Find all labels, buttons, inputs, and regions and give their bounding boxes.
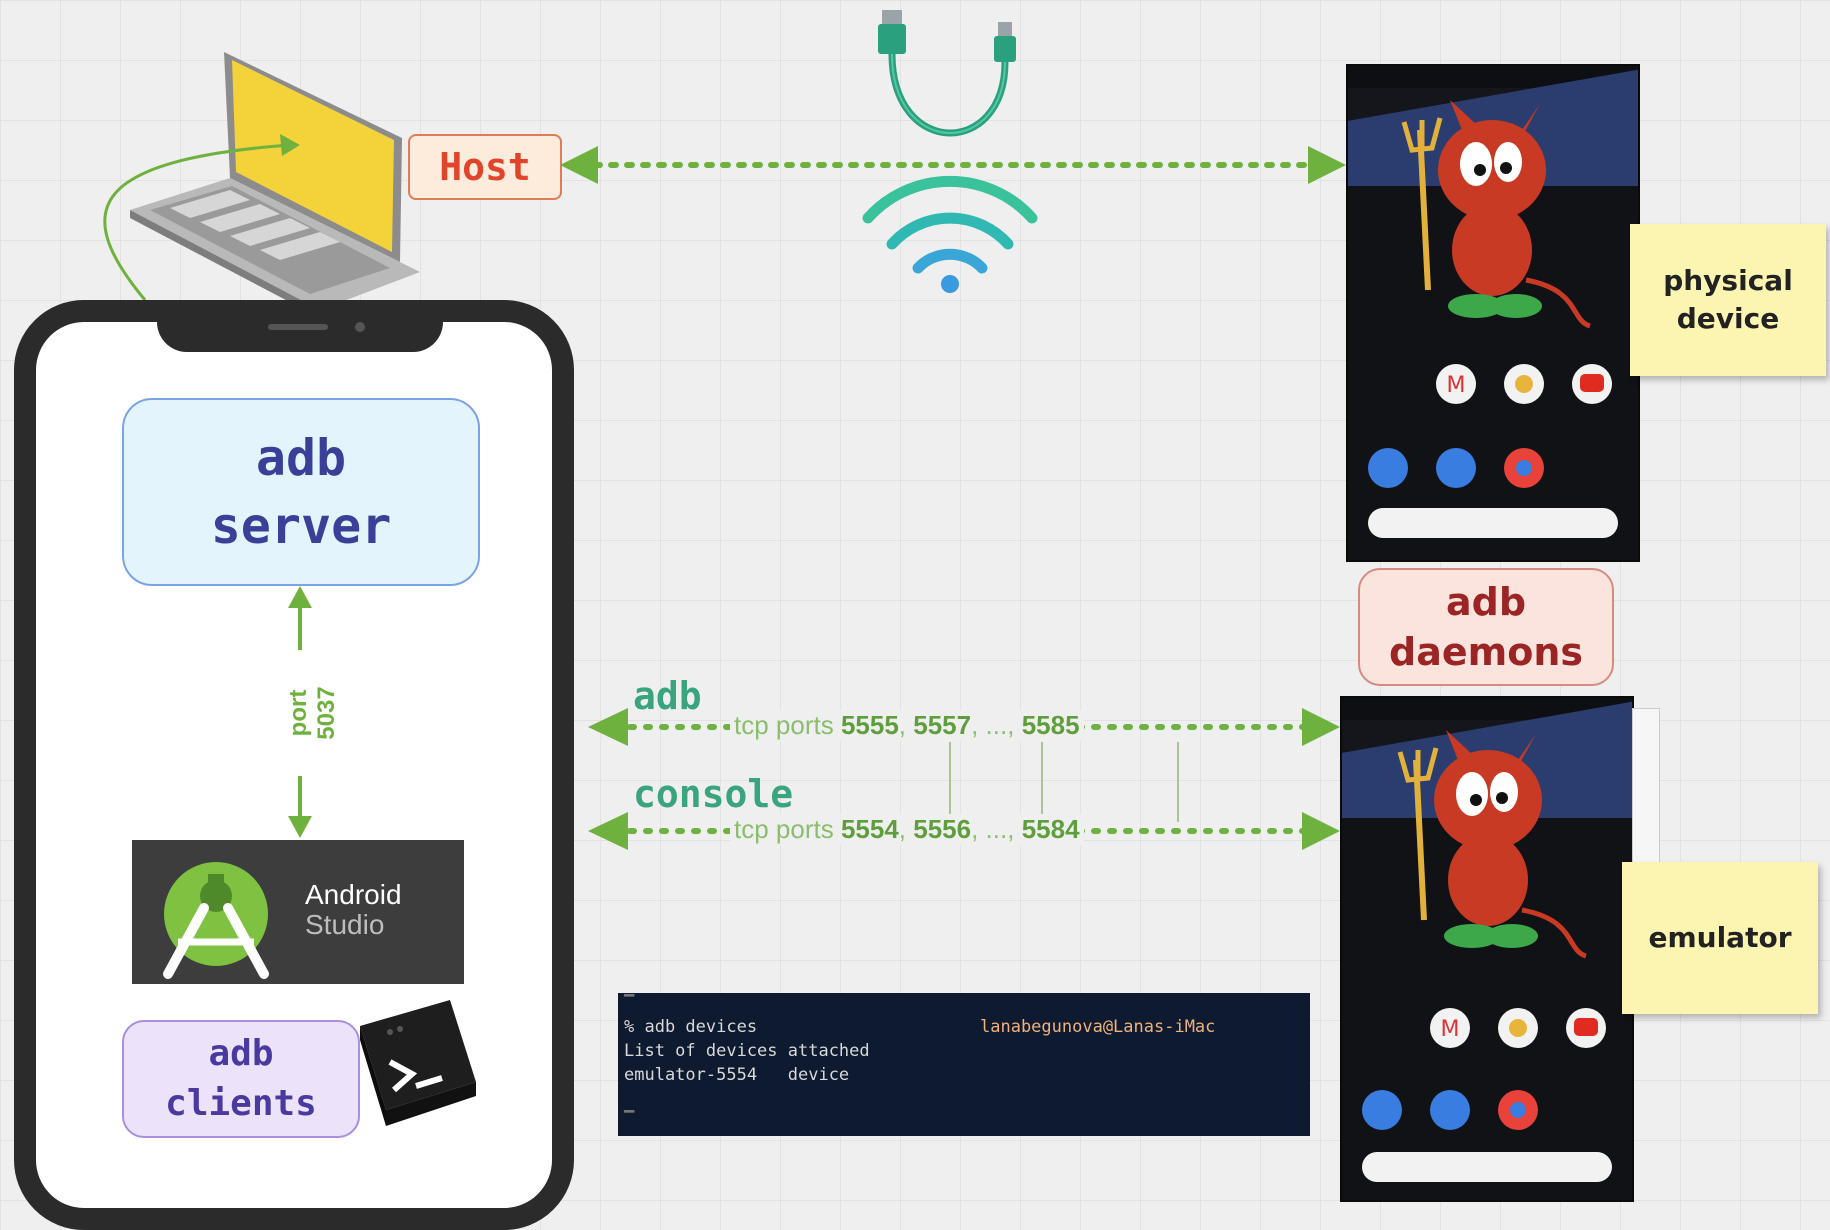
android-studio-icon [163,862,269,979]
adb-port-sep-1: , [898,710,907,740]
adb-server-box: adb server [122,398,480,586]
adb-port-1: 5555 [840,710,899,740]
terminal-user: lanabegunova@Lanas-iMac [980,1017,1216,1037]
physical-device-note: physical device [1630,224,1826,376]
svg-text:M: M [1447,373,1466,398]
console-port-sep-2: , ..., [971,814,1015,844]
phone-speaker [268,324,328,330]
adb-port-3: 5585 [1021,710,1080,740]
console-ports-prefix: tcp ports [734,814,834,844]
laptop-icon [130,52,420,318]
wifi-icon [862,175,1038,293]
adb-port-2: 5557 [913,710,972,740]
console-channel-title: console [633,772,794,816]
console-port-1: 5554 [840,814,899,844]
freebsd-daemon-icon [1397,730,1587,959]
emulator-app-icons: M [1362,1008,1612,1182]
terminal-line-2: List of devices attached [624,1041,870,1061]
terminal-line-3: emulator-5554 device [624,1065,850,1085]
adb-server-line1: adb [255,429,347,487]
adb-clients-box: adb clients [122,1020,360,1138]
terminal-icon [360,1000,476,1126]
adb-daemons-box: adb daemons [1358,568,1614,686]
console-ports-text: tcp ports 5554, 5556, ..., 5584 [730,814,1084,845]
terminal-window: ▔ % adb devices lanabegunova@Lanas-iMac … [618,993,1310,1136]
adb-port-sep-2: , ..., [971,710,1015,740]
phone-camera [355,322,365,332]
usb-cable-icon [878,10,1016,137]
android-studio-line2: Studio [305,909,385,940]
console-port-sep-1: , [898,814,907,844]
terminal-line-cmd: % adb devices [624,1017,758,1037]
adb-server-line2: server [210,497,392,555]
host-label: Host [408,134,562,200]
adb-clients-line2: clients [165,1083,317,1124]
adb-ports-text: tcp ports 5555, 5557, ..., 5585 [730,710,1084,741]
console-port-3: 5584 [1021,814,1080,844]
emulator-note: emulator [1622,862,1818,1014]
svg-text:M: M [1441,1017,1460,1042]
freebsd-daemon-icon [1401,100,1591,329]
adb-channel-title: adb [633,674,702,718]
physical-device-app-icons: M [1368,364,1618,538]
adb-daemons-line1: adb [1445,580,1527,624]
emulator-side-toolbar [1632,708,1660,870]
adb-daemons-line2: daemons [1389,630,1583,674]
console-port-2: 5556 [913,814,972,844]
android-studio-line1: Android [305,879,402,910]
adb-ports-prefix: tcp ports [734,710,834,740]
adb-clients-line1: adb [208,1033,274,1074]
android-studio-label: Android Studio [305,880,402,940]
